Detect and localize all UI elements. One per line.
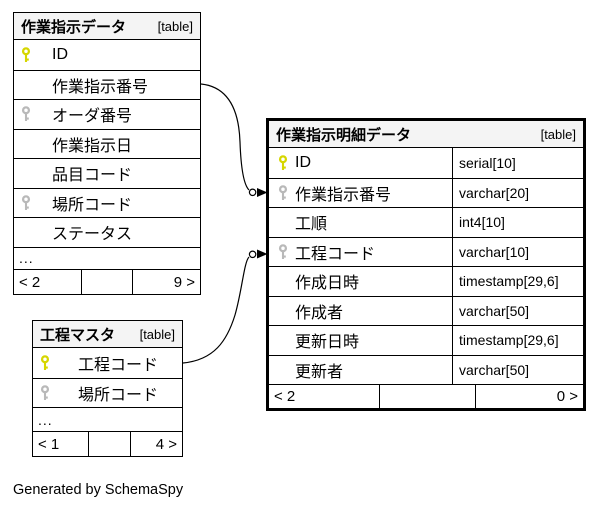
- foreign-key-icon: [278, 184, 288, 201]
- foreign-key-icon: [40, 385, 50, 401]
- column-name: 品目コード: [52, 167, 133, 185]
- column-row: 工順 int4[10]: [269, 207, 583, 237]
- table-tag: [table]: [540, 126, 576, 142]
- column-name-cell: 更新日時: [269, 326, 452, 355]
- column-type: timestamp[29,6]: [452, 326, 583, 355]
- table-header: 作業指示データ [table]: [14, 13, 200, 40]
- column-row: 作業指示日: [14, 128, 200, 159]
- column-type: varchar[50]: [452, 355, 583, 384]
- more-columns-ellipsis: ...: [33, 407, 182, 431]
- column-name-cell: 作業指示番号: [269, 179, 452, 208]
- table-footer: < 1 4 >: [33, 431, 182, 456]
- column-name: 更新日時: [295, 334, 360, 352]
- footer-left-count: < 2: [274, 388, 296, 405]
- table-node-work-instruction-detail-data[interactable]: 作業指示明細データ [table] ID serial[10] 作業指示番号 v…: [266, 118, 586, 411]
- footer-left-count: < 1: [38, 435, 60, 453]
- column-type: varchar[10]: [452, 237, 583, 266]
- column-name-cell: ID: [269, 148, 452, 178]
- key-slot: [33, 355, 78, 371]
- column-name-cell: 更新者: [269, 356, 452, 385]
- column-type: varchar[20]: [452, 178, 583, 207]
- foreign-key-icon: [21, 106, 31, 123]
- column-name-cell: 作成者: [269, 297, 452, 326]
- table-footer: < 2 9 >: [14, 269, 200, 294]
- table-header: 作業指示明細データ [table]: [269, 121, 583, 148]
- column-row: 品目コード: [14, 158, 200, 188]
- column-name: 場所コード: [78, 387, 159, 404]
- column-row: 場所コード: [14, 187, 200, 218]
- table-node-process-master[interactable]: 工程マスタ [table] 工程コード 場所コード ... < 1 4 >: [32, 320, 183, 457]
- table-node-work-instruction-data[interactable]: 作業指示データ [table] ID 作業指示番号 オーダ番号 作業指示日 品目…: [13, 12, 201, 295]
- more-columns-ellipsis: ...: [14, 246, 200, 270]
- column-name: ID: [295, 153, 311, 171]
- column-name-cell: 工程コード: [269, 238, 452, 267]
- column-row: 工程コード: [33, 348, 182, 378]
- column-name: 作成日時: [295, 275, 360, 293]
- column-name: 更新者: [295, 363, 344, 381]
- primary-key-icon: [278, 154, 288, 171]
- table-tag: [table]: [157, 18, 193, 34]
- column-row: ID: [14, 40, 200, 70]
- key-slot: [33, 385, 78, 401]
- footer-right-count: 0 >: [475, 385, 583, 408]
- key-slot: [14, 106, 52, 123]
- relationship-line: [200, 83, 250, 191]
- table-title: 工程マスタ: [40, 326, 116, 344]
- foreign-key-icon: [21, 194, 31, 211]
- footer-spacer: [88, 432, 130, 456]
- table-title: 作業指示データ: [21, 18, 127, 36]
- column-row: 更新日時 timestamp[29,6]: [269, 325, 583, 355]
- key-slot: [14, 47, 52, 63]
- footer-left-count: < 2: [19, 273, 41, 291]
- column-row: 工程コード varchar[10]: [269, 236, 583, 267]
- column-type: serial[10]: [452, 148, 583, 178]
- table-footer: < 2 0 >: [269, 384, 583, 408]
- column-name: 作業指示日: [52, 137, 133, 155]
- column-name-cell: 工順: [269, 208, 452, 237]
- column-name: 工程コード: [295, 245, 376, 263]
- key-slot: [269, 154, 295, 171]
- key-slot: [14, 194, 52, 211]
- column-row: 作成日時 timestamp[29,6]: [269, 266, 583, 296]
- column-row: 作成者 varchar[50]: [269, 295, 583, 326]
- column-name: 工程コード: [78, 357, 159, 374]
- key-slot: [269, 243, 295, 260]
- column-row: 場所コード: [33, 378, 182, 407]
- column-type: varchar[50]: [452, 296, 583, 325]
- column-row: 作業指示番号 varchar[20]: [269, 177, 583, 208]
- column-name: ID: [52, 45, 68, 63]
- foreign-key-icon: [278, 243, 288, 260]
- column-name: ステータス: [52, 226, 133, 244]
- column-row: ID serial[10]: [269, 148, 583, 178]
- primary-key-icon: [21, 47, 31, 63]
- table-tag: [table]: [139, 326, 175, 342]
- column-name: 工順: [295, 216, 328, 234]
- column-name: 作業指示番号: [52, 78, 149, 96]
- footer-right-count: 4 >: [130, 432, 182, 456]
- column-name-cell: 作成日時: [269, 267, 452, 296]
- generated-by-note: Generated by SchemaSpy: [13, 482, 184, 498]
- footer-right-count: 9 >: [132, 270, 200, 294]
- footer-spacer: [379, 385, 475, 408]
- primary-key-icon: [40, 355, 50, 371]
- column-name: 場所コード: [52, 196, 133, 214]
- column-name: 作成者: [295, 304, 344, 322]
- column-type: int4[10]: [452, 208, 583, 237]
- footer-spacer: [81, 270, 132, 294]
- column-name: オーダ番号: [52, 108, 133, 126]
- key-slot: [269, 184, 295, 201]
- column-row: 更新者 varchar[50]: [269, 354, 583, 385]
- table-header: 工程マスタ [table]: [33, 321, 182, 348]
- connector-circle-end: [248, 188, 257, 197]
- column-name: 作業指示番号: [295, 186, 392, 204]
- column-row: 作業指示番号: [14, 69, 200, 100]
- table-title: 作業指示明細データ: [276, 126, 412, 144]
- connector-circle-end: [248, 250, 257, 259]
- column-row: ステータス: [14, 217, 200, 247]
- column-row: オーダ番号: [14, 99, 200, 129]
- column-type: timestamp[29,6]: [452, 267, 583, 296]
